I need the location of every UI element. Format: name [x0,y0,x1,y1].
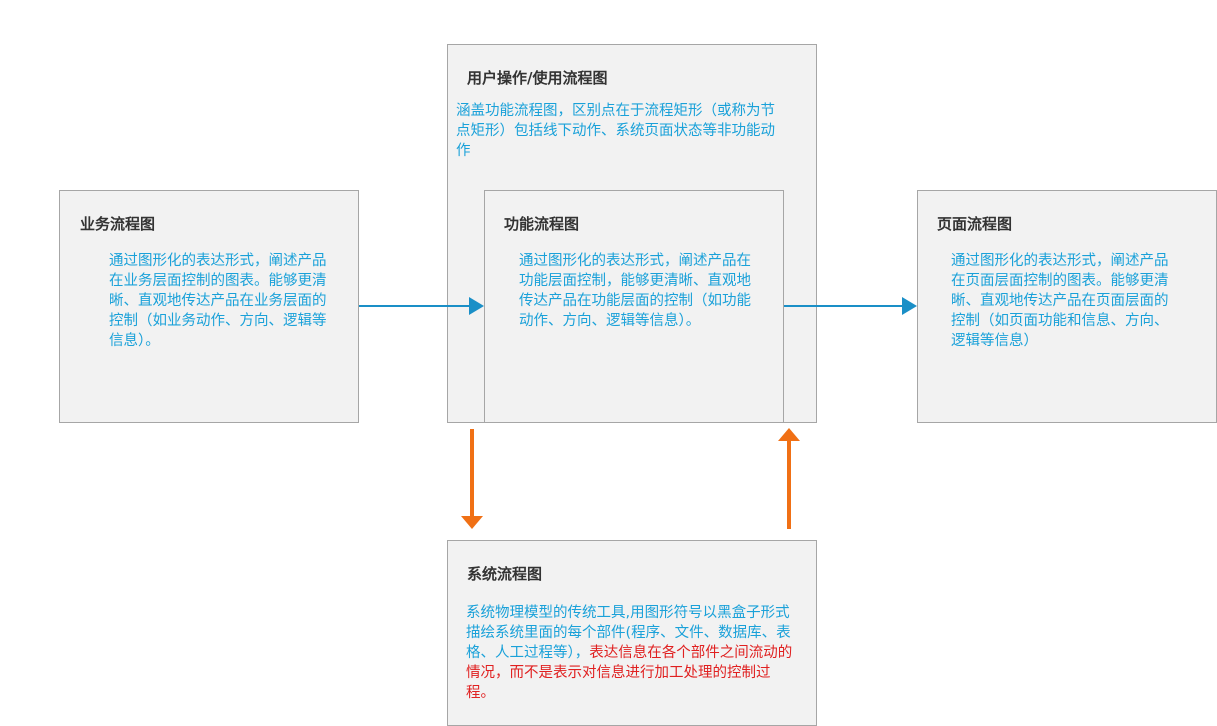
arrow-user-operation-to-system [461,429,483,529]
function-flow-title: 功能流程图 [504,215,580,233]
system-flow-desc-red: 表达信息在各个部件之间流动的情况，而不是表示对信息进行加工处理的控制过程。 [466,645,793,701]
page-flow-desc: 通过图形化的表达形式，阐述产品在页面层面控制的图表。能够更清晰、直观地传达产品在… [951,253,1169,349]
system-flow-title: 系统流程图 [467,565,543,583]
system-flow-desc: 系统物理模型的传统工具,用图形符号以黑盒子形式描绘系统里面的每个部件(程序、文件… [466,603,796,703]
function-flow-box: 功能流程图 通过图形化的表达形式，阐述产品在功能层面控制，能够更清晰、直观地传达… [484,190,784,423]
user-operation-flow-title: 用户操作/使用流程图 [467,69,608,87]
arrow-system-to-user-operation [778,428,800,529]
business-flow-title: 业务流程图 [80,215,156,233]
business-flow-desc: 通过图形化的表达形式，阐述产品在业务层面控制的图表。能够更清晰、直观地传达产品在… [109,253,327,349]
system-flow-box: 系统流程图 系统物理模型的传统工具,用图形符号以黑盒子形式描绘系统里面的每个部件… [447,540,817,726]
business-flow-box: 业务流程图 通过图形化的表达形式，阐述产品在业务层面控制的图表。能够更清晰、直观… [59,190,359,423]
page-flow-box: 页面流程图 通过图形化的表达形式，阐述产品在页面层面控制的图表。能够更清晰、直观… [917,190,1217,423]
system-flow-desc-blue: 系统物理模型的传统工具,用图形符号以黑盒子形式描绘系统里面的每个部件(程序、文件… [466,605,791,661]
user-operation-flow-desc: 涵盖功能流程图，区别点在于流程矩形（或称为节点矩形）包括线下动作、系统页面状态等… [456,103,775,159]
page-flow-title: 页面流程图 [937,215,1013,233]
function-flow-desc: 通过图形化的表达形式，阐述产品在功能层面控制，能够更清晰、直观地传达产品在功能层… [519,253,751,329]
